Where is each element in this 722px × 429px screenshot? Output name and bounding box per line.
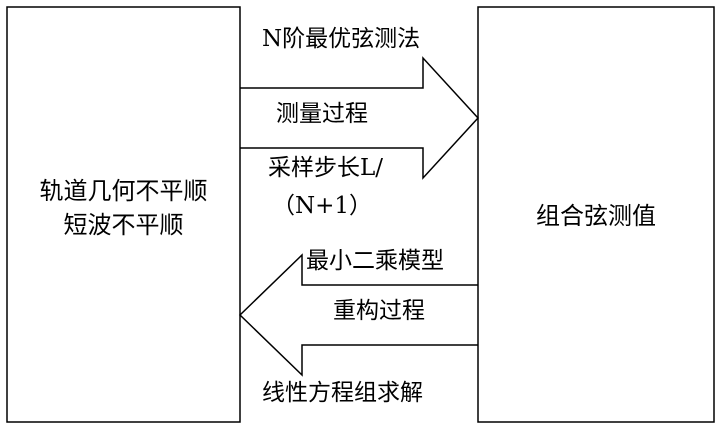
left-box-line1: 轨道几何不平顺 <box>7 175 240 209</box>
left-box-label: 轨道几何不平顺 短波不平顺 <box>7 175 240 242</box>
backward-solve-label: 线性方程组求解 <box>262 382 423 405</box>
forward-method-label: N阶最优弦测法 <box>262 28 420 51</box>
backward-model-label: 最小二乘模型 <box>306 250 444 273</box>
forward-sampling-label-line2: （N+1） <box>272 195 372 218</box>
forward-process-label: 测量过程 <box>276 103 368 126</box>
left-box-line2: 短波不平顺 <box>7 209 240 243</box>
right-box-label: 组合弦测值 <box>478 200 714 234</box>
forward-sampling-label-line1: 采样步长L/ <box>268 157 383 180</box>
backward-process-label: 重构过程 <box>333 300 425 323</box>
